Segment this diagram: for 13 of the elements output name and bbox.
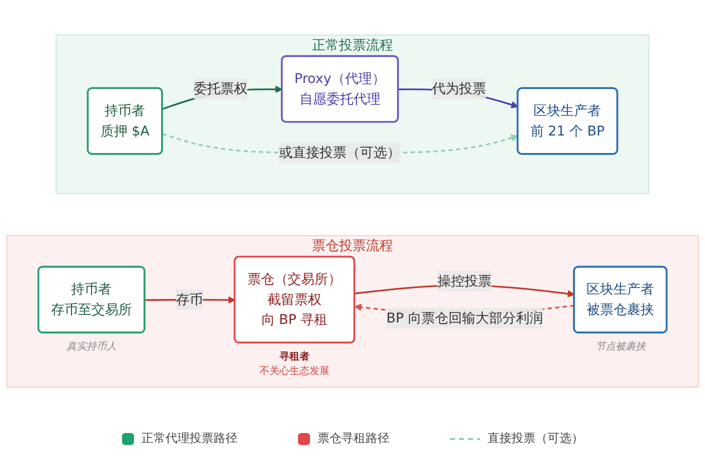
- node-caption: 真实持币人: [66, 341, 116, 352]
- legend-text: 直接投票（可选）: [488, 430, 584, 447]
- node-caption: 寻租者: [279, 351, 310, 362]
- edge-label: BP 向票仓回输大部分利润: [386, 310, 543, 326]
- edge-label: 委托票权: [194, 80, 248, 97]
- legend-text: 票仓寻租路径: [318, 430, 390, 447]
- node-caption: 节点被裹挟: [595, 341, 646, 352]
- legend-text: 正常代理投票路径: [142, 430, 238, 447]
- edge-label: 操控投票: [438, 272, 492, 289]
- edge-label: 代为投票: [432, 80, 486, 97]
- node-caption: 不关心生态发展: [259, 366, 330, 377]
- edge-label: 存币: [176, 291, 204, 308]
- edge-label: 或直接投票（可选）: [279, 144, 401, 161]
